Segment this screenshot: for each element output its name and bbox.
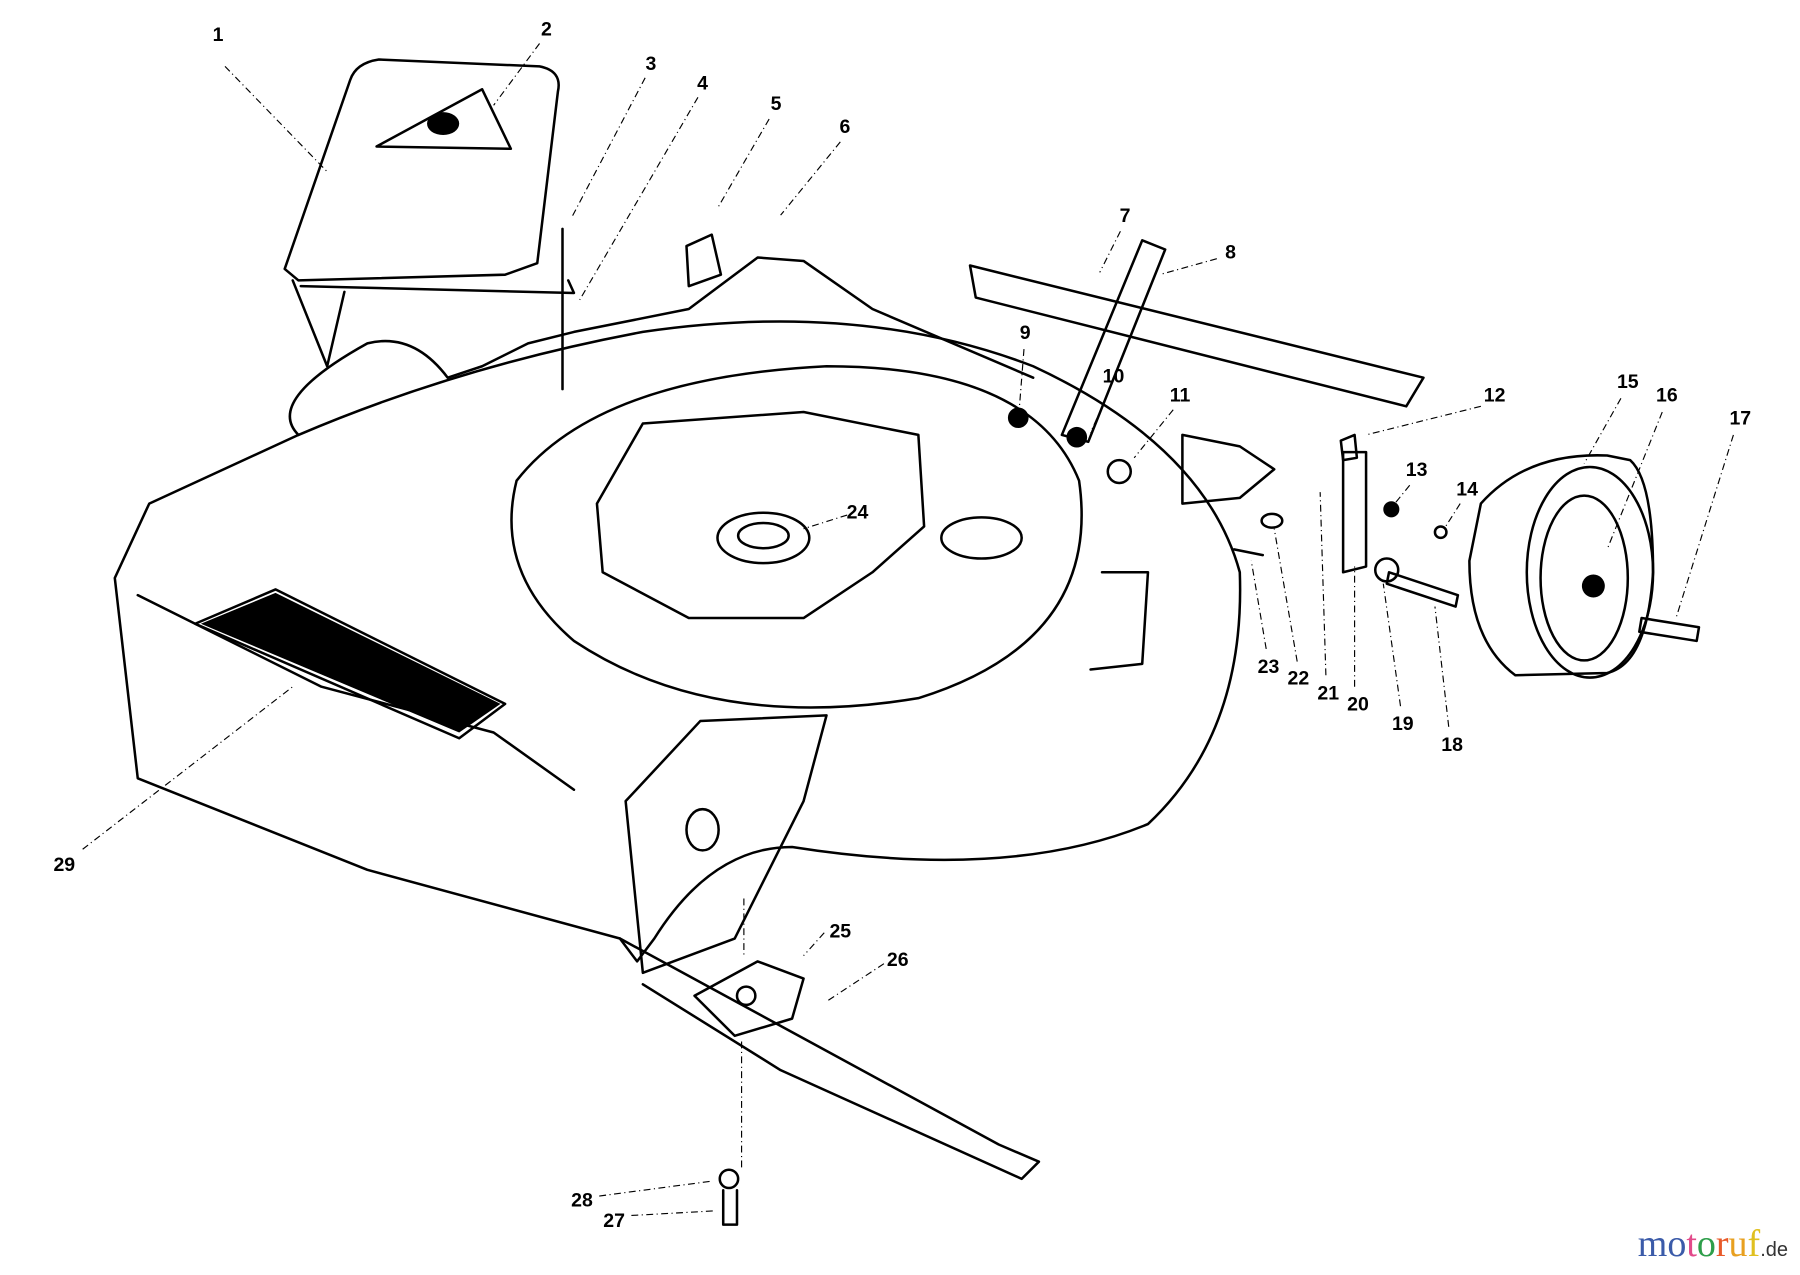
callout-23: 23	[1258, 656, 1280, 678]
callout-5: 5	[771, 93, 782, 115]
callout-16: 16	[1656, 385, 1678, 407]
callout-9: 9	[1020, 322, 1031, 344]
callout-21: 21	[1317, 682, 1339, 704]
callout-4: 4	[697, 72, 708, 94]
watermark-suffix: .de	[1760, 1239, 1788, 1261]
hardware-parts	[561, 227, 1701, 1226]
callout-10: 10	[1103, 365, 1125, 387]
watermark-letter: t	[1686, 1223, 1697, 1265]
callout-11: 11	[1170, 385, 1191, 407]
callout-14: 14	[1456, 479, 1478, 501]
mower-deck	[113, 256, 1242, 1181]
rear-wheel	[1468, 454, 1655, 679]
callout-28: 28	[571, 1189, 593, 1211]
watermark-letter: o	[1696, 1223, 1716, 1265]
callout-29: 29	[53, 854, 75, 876]
callout-20: 20	[1347, 694, 1369, 716]
callout-1: 1	[213, 24, 224, 46]
rear-axle-bar	[968, 239, 1425, 448]
callout-27: 27	[603, 1210, 625, 1232]
callout-25: 25	[829, 920, 851, 942]
chute-deflector	[283, 58, 576, 368]
callout-3: 3	[645, 53, 656, 75]
callout-18: 18	[1441, 734, 1463, 756]
callout-6: 6	[839, 116, 850, 138]
callout-15: 15	[1617, 371, 1639, 393]
leader-lines	[82, 43, 1734, 1217]
callout-19: 19	[1392, 713, 1414, 735]
watermark-letter: u	[1728, 1223, 1748, 1265]
callout-13: 13	[1406, 459, 1428, 481]
watermark-letter: m	[1637, 1223, 1668, 1265]
callout-17: 17	[1729, 408, 1751, 430]
callout-7: 7	[1120, 205, 1131, 227]
callout-26: 26	[887, 949, 909, 971]
callout-8: 8	[1225, 242, 1236, 264]
callout-labels: 1 2 3 4 5 6 7 8 9 10 11 12 13 14 15 16 1…	[53, 19, 1751, 1232]
watermark-logo: motoruf.de	[1638, 1225, 1788, 1263]
callout-12: 12	[1484, 385, 1506, 407]
callout-22: 22	[1287, 667, 1309, 689]
watermark-letter: f	[1747, 1223, 1761, 1265]
watermark-letter: o	[1667, 1223, 1687, 1265]
watermark-letter: r	[1715, 1223, 1729, 1265]
callout-24: 24	[847, 501, 869, 523]
callout-2: 2	[541, 19, 552, 41]
